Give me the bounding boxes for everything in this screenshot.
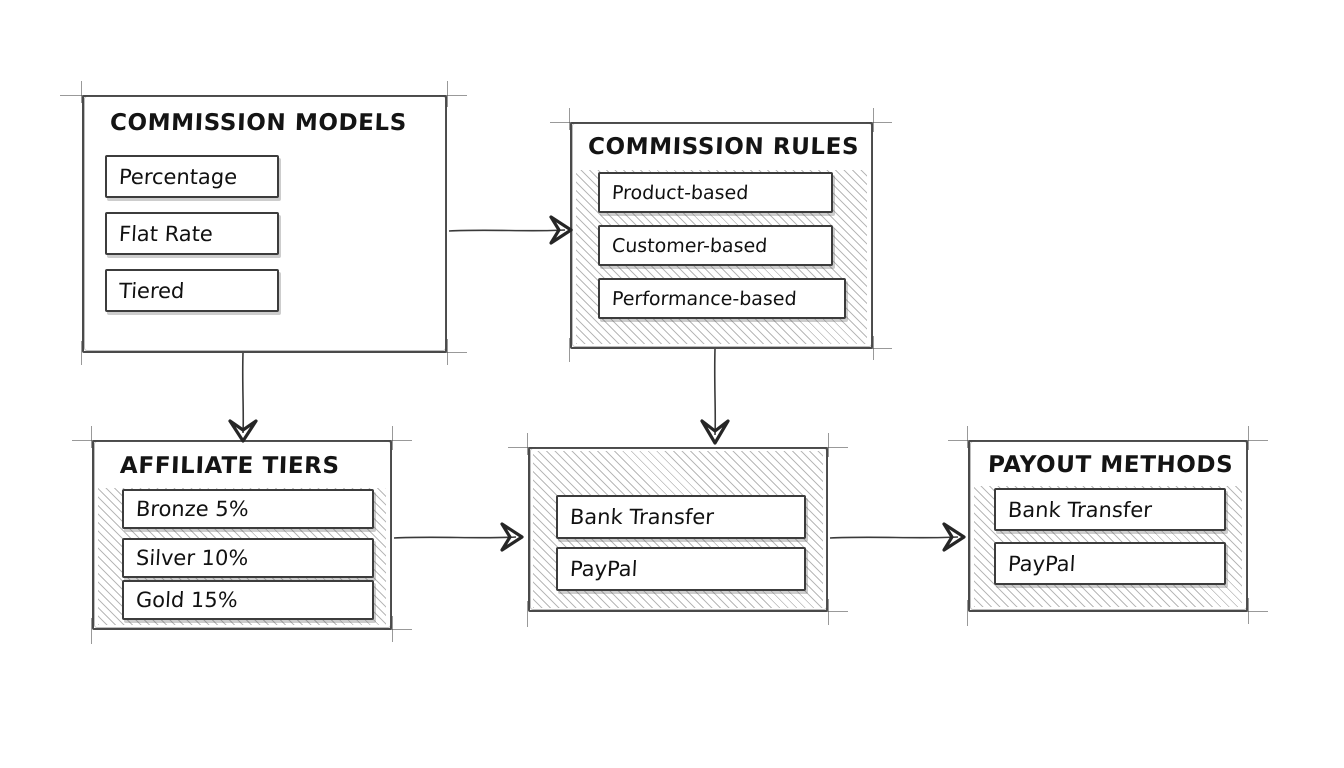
connector-line bbox=[241, 352, 245, 434]
connector-line bbox=[448, 229, 566, 232]
list-item[interactable]: Gold 15% bbox=[122, 580, 374, 620]
list-item-label: Product-based bbox=[611, 181, 749, 204]
corner-overshoot bbox=[392, 616, 393, 642]
connector-line bbox=[713, 348, 717, 436]
connector-line bbox=[829, 536, 959, 539]
list-item-label: Gold 15% bbox=[135, 588, 239, 612]
corner-overshoot bbox=[873, 108, 874, 132]
node-title: COMMISSION RULES bbox=[587, 134, 860, 160]
arrowhead-icon bbox=[228, 419, 258, 443]
list-item[interactable]: Customer-based bbox=[598, 225, 833, 266]
node-commission-models[interactable]: COMMISSION MODELS Percentage Flat Rate T… bbox=[60, 81, 467, 365]
corner-overshoot bbox=[828, 433, 829, 457]
arrowhead-icon bbox=[700, 419, 730, 445]
list-item-label: Percentage bbox=[118, 164, 238, 189]
node-affiliate-tiers[interactable]: AFFILIATE TIERS Bronze 5% Silver 10% Gol… bbox=[72, 426, 412, 644]
connector-tiers-to-processing bbox=[393, 522, 524, 552]
corner-overshoot bbox=[873, 336, 874, 360]
list-item[interactable]: Silver 10% bbox=[122, 538, 374, 578]
arrowhead-icon bbox=[549, 215, 573, 245]
corner-overshoot bbox=[1248, 598, 1249, 624]
connector-models-to-rules bbox=[448, 215, 573, 245]
list-item[interactable]: Tiered bbox=[105, 269, 279, 312]
list-item-label: Performance-based bbox=[611, 287, 798, 310]
list-item[interactable]: Percentage bbox=[105, 155, 279, 198]
arrowhead-icon bbox=[942, 522, 966, 552]
list-item[interactable]: Performance-based bbox=[598, 278, 846, 319]
node-payout-methods[interactable]: PAYOUT METHODS Bank Transfer PayPal bbox=[948, 426, 1268, 626]
node-title: AFFILIATE TIERS bbox=[119, 453, 341, 479]
connector-line bbox=[393, 536, 517, 539]
list-item[interactable]: Bank Transfer bbox=[994, 488, 1226, 531]
corner-overshoot bbox=[447, 81, 448, 107]
list-item[interactable]: Bank Transfer bbox=[556, 495, 806, 539]
list-item-label: Bronze 5% bbox=[135, 497, 250, 521]
node-payment-processing[interactable]: Bank Transfer PayPal bbox=[508, 433, 848, 627]
list-item-label: Tiered bbox=[118, 278, 185, 303]
list-item-label: Bank Transfer bbox=[569, 505, 715, 529]
arrowhead-icon bbox=[500, 522, 524, 552]
list-item-label: Silver 10% bbox=[135, 546, 249, 570]
connector-models-to-tiers bbox=[228, 352, 258, 443]
corner-overshoot bbox=[828, 599, 829, 625]
node-title: COMMISSION MODELS bbox=[109, 110, 408, 136]
list-item[interactable]: Product-based bbox=[598, 172, 833, 213]
corner-overshoot bbox=[1248, 426, 1249, 450]
connector-rules-to-processing bbox=[700, 348, 730, 445]
list-item-label: Customer-based bbox=[611, 234, 768, 257]
corner-overshoot bbox=[392, 426, 393, 450]
list-item-label: PayPal bbox=[569, 557, 639, 581]
list-item[interactable]: PayPal bbox=[994, 542, 1226, 585]
node-title: PAYOUT METHODS bbox=[987, 452, 1234, 478]
list-item[interactable]: Flat Rate bbox=[105, 212, 279, 255]
list-item-label: Bank Transfer bbox=[1007, 497, 1153, 522]
list-item-label: Flat Rate bbox=[118, 221, 214, 246]
node-commission-rules[interactable]: COMMISSION RULES Product-based Customer-… bbox=[550, 108, 892, 362]
connector-processing-to-payout bbox=[829, 522, 966, 552]
list-item[interactable]: Bronze 5% bbox=[122, 489, 374, 529]
list-item-label: PayPal bbox=[1007, 551, 1077, 576]
corner-overshoot bbox=[447, 339, 448, 365]
list-item[interactable]: PayPal bbox=[556, 547, 806, 591]
